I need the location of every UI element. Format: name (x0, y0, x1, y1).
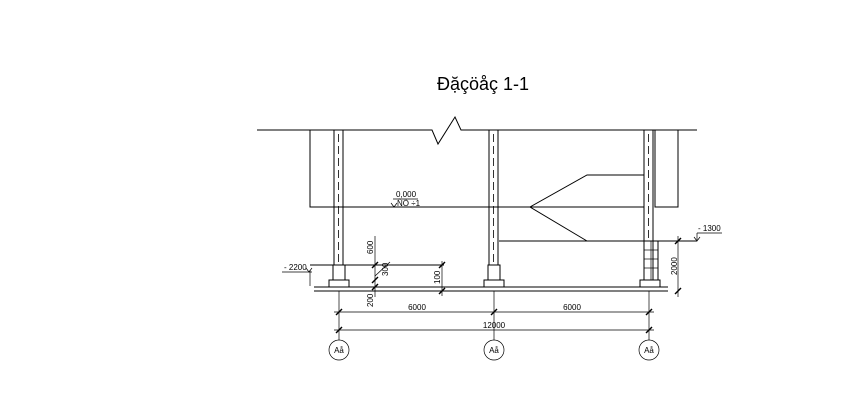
dim-2000-marker: 2000 (670, 236, 682, 297)
dim-600: 600 (366, 240, 375, 254)
ramp-shape (529, 174, 644, 242)
column-right (639, 130, 661, 288)
left-wall (309, 129, 335, 208)
axis-bubble-left: Aå (328, 339, 350, 361)
level-marker-left: - 2200 (282, 263, 313, 273)
ground-line (257, 115, 697, 146)
level-top-sub: ÑÖ ÷1 (397, 199, 421, 208)
dim-span-right: 6000 (563, 303, 581, 312)
dim-100-marker: 100 (433, 261, 446, 296)
axis-label-middle: Aå (489, 346, 499, 355)
axis-bubble-middle: Aå (483, 339, 505, 361)
level-left-value: - 2200 (284, 263, 307, 272)
dim-total: 12000 (334, 321, 654, 334)
right-wall (654, 129, 679, 208)
level-top-value: 0,000 (396, 190, 417, 199)
level-right-value: - 1300 (698, 224, 721, 233)
axis-label-right: Aå (644, 346, 654, 355)
axis-bubble-right: Aå (638, 339, 660, 361)
level-marker-top: 0,000 ÑÖ ÷1 (390, 190, 421, 208)
dim-300: 300 (381, 262, 390, 276)
drawing-title: Ðặçöåç 1-1 (437, 74, 529, 94)
column-middle (483, 130, 505, 288)
dim-spans: 6000 6000 (334, 303, 654, 316)
level-marker-right: - 1300 (693, 224, 722, 242)
dim-100: 100 (433, 270, 442, 284)
column-left (328, 130, 350, 288)
dim-2000: 2000 (670, 257, 679, 275)
dim-200: 200 (366, 293, 375, 307)
dim-total-value: 12000 (483, 321, 506, 330)
dim-span-left: 6000 (408, 303, 426, 312)
dim-chain-left: 600 300 200 (346, 236, 391, 307)
axis-label-left: Aå (334, 346, 344, 355)
